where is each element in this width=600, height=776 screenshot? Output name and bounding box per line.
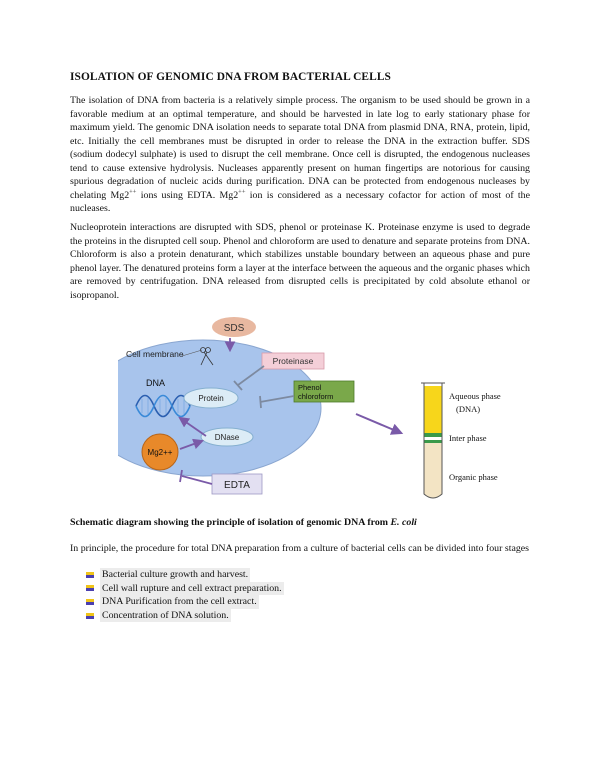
dna-label: DNA: [146, 378, 165, 388]
bullet-icon: [86, 612, 94, 619]
step-text: Bacterial culture growth and harvest.: [100, 568, 251, 582]
phenol-label: Phenol: [298, 383, 322, 392]
paragraph-intro-text-3: ion is considered as a necessary cofacto…: [70, 189, 530, 215]
caption-text: Schematic diagram showing the principle …: [70, 517, 391, 528]
paragraph-intro-text-1: The isolation of DNA from bacteria is a …: [70, 95, 530, 201]
procedure-steps-list: Bacterial culture growth and harvest. Ce…: [86, 568, 284, 623]
dna-helix-icon: [135, 394, 191, 418]
protein-label: Protein: [198, 394, 223, 403]
phenol-chloroform-box: [293, 380, 355, 403]
inter-phase-label: Inter phase: [449, 433, 487, 443]
bullet-icon: [86, 598, 94, 605]
mg-ion-circle: [141, 433, 179, 471]
dna-isolation-diagram: SDS Cell membrane Proteinase Phenol chlo…: [118, 317, 501, 499]
procedure-intro: In principle, the procedure for total DN…: [70, 543, 530, 554]
step-text: Cell wall rupture and cell extract prepa…: [100, 581, 284, 596]
organic-phase-label: Organic phase: [449, 472, 498, 482]
edta-arrow: [181, 475, 213, 485]
centrifuge-tube: [421, 382, 445, 499]
paragraph-nucleoprotein: Nucleoprotein interactions are disrupted…: [70, 222, 530, 301]
aqueous-phase-label: Aqueous phase: [449, 391, 501, 401]
step-text: Concentration of DNA solution.: [100, 608, 231, 623]
phenol-inhibit-bar: [259, 395, 262, 409]
caption-organism: E. coli: [390, 517, 417, 528]
bullet-icon: [86, 571, 94, 578]
to-tube-arrow: [355, 413, 404, 435]
scissors-icon: [200, 347, 214, 366]
mg-arrow: [179, 438, 205, 450]
proteinase-label: Proteinase: [273, 356, 314, 366]
bullet-icon: [86, 585, 94, 592]
membrane-pointer-line: [181, 349, 203, 357]
list-item: Concentration of DNA solution.: [86, 608, 284, 623]
superscript-plus: ++: [238, 188, 246, 196]
proteinase-inhibit-line: [237, 365, 265, 386]
list-item: Cell wall rupture and cell extract prepa…: [86, 581, 284, 596]
paragraph-intro-text-2: ions using EDTA. Mg2: [136, 189, 239, 201]
dnase-bubble: [200, 427, 254, 447]
figure-caption: Schematic diagram showing the principle …: [70, 517, 417, 528]
step-text: DNA Purification from the cell extract.: [100, 595, 259, 609]
list-item: DNA Purification from the cell extract.: [86, 595, 284, 609]
edta-label: EDTA: [224, 480, 250, 491]
aqueous-dna-label: (DNA): [456, 404, 480, 414]
protein-bubble: [183, 387, 239, 409]
page-title: ISOLATION OF GENOMIC DNA FROM BACTERIAL …: [70, 71, 391, 83]
chloroform-label: chloroform: [298, 392, 333, 401]
dnase-arrow: [178, 416, 207, 437]
list-item: Bacterial culture growth and harvest.: [86, 568, 284, 582]
superscript-plus: ++: [129, 188, 137, 196]
mg-label: Mg2++: [148, 448, 173, 457]
cell-membrane-label: Cell membrane: [126, 349, 184, 359]
sds-bubble: [212, 317, 256, 337]
paragraph-intro: The isolation of DNA from bacteria is a …: [70, 94, 530, 216]
phenol-inhibit-line: [259, 395, 295, 403]
proteinase-inhibit-bar: [233, 380, 243, 391]
proteinase-box: [261, 352, 325, 370]
dnase-label: DNase: [215, 433, 240, 442]
sds-label: SDS: [224, 323, 245, 334]
edta-inhibit-bar: [179, 469, 183, 483]
